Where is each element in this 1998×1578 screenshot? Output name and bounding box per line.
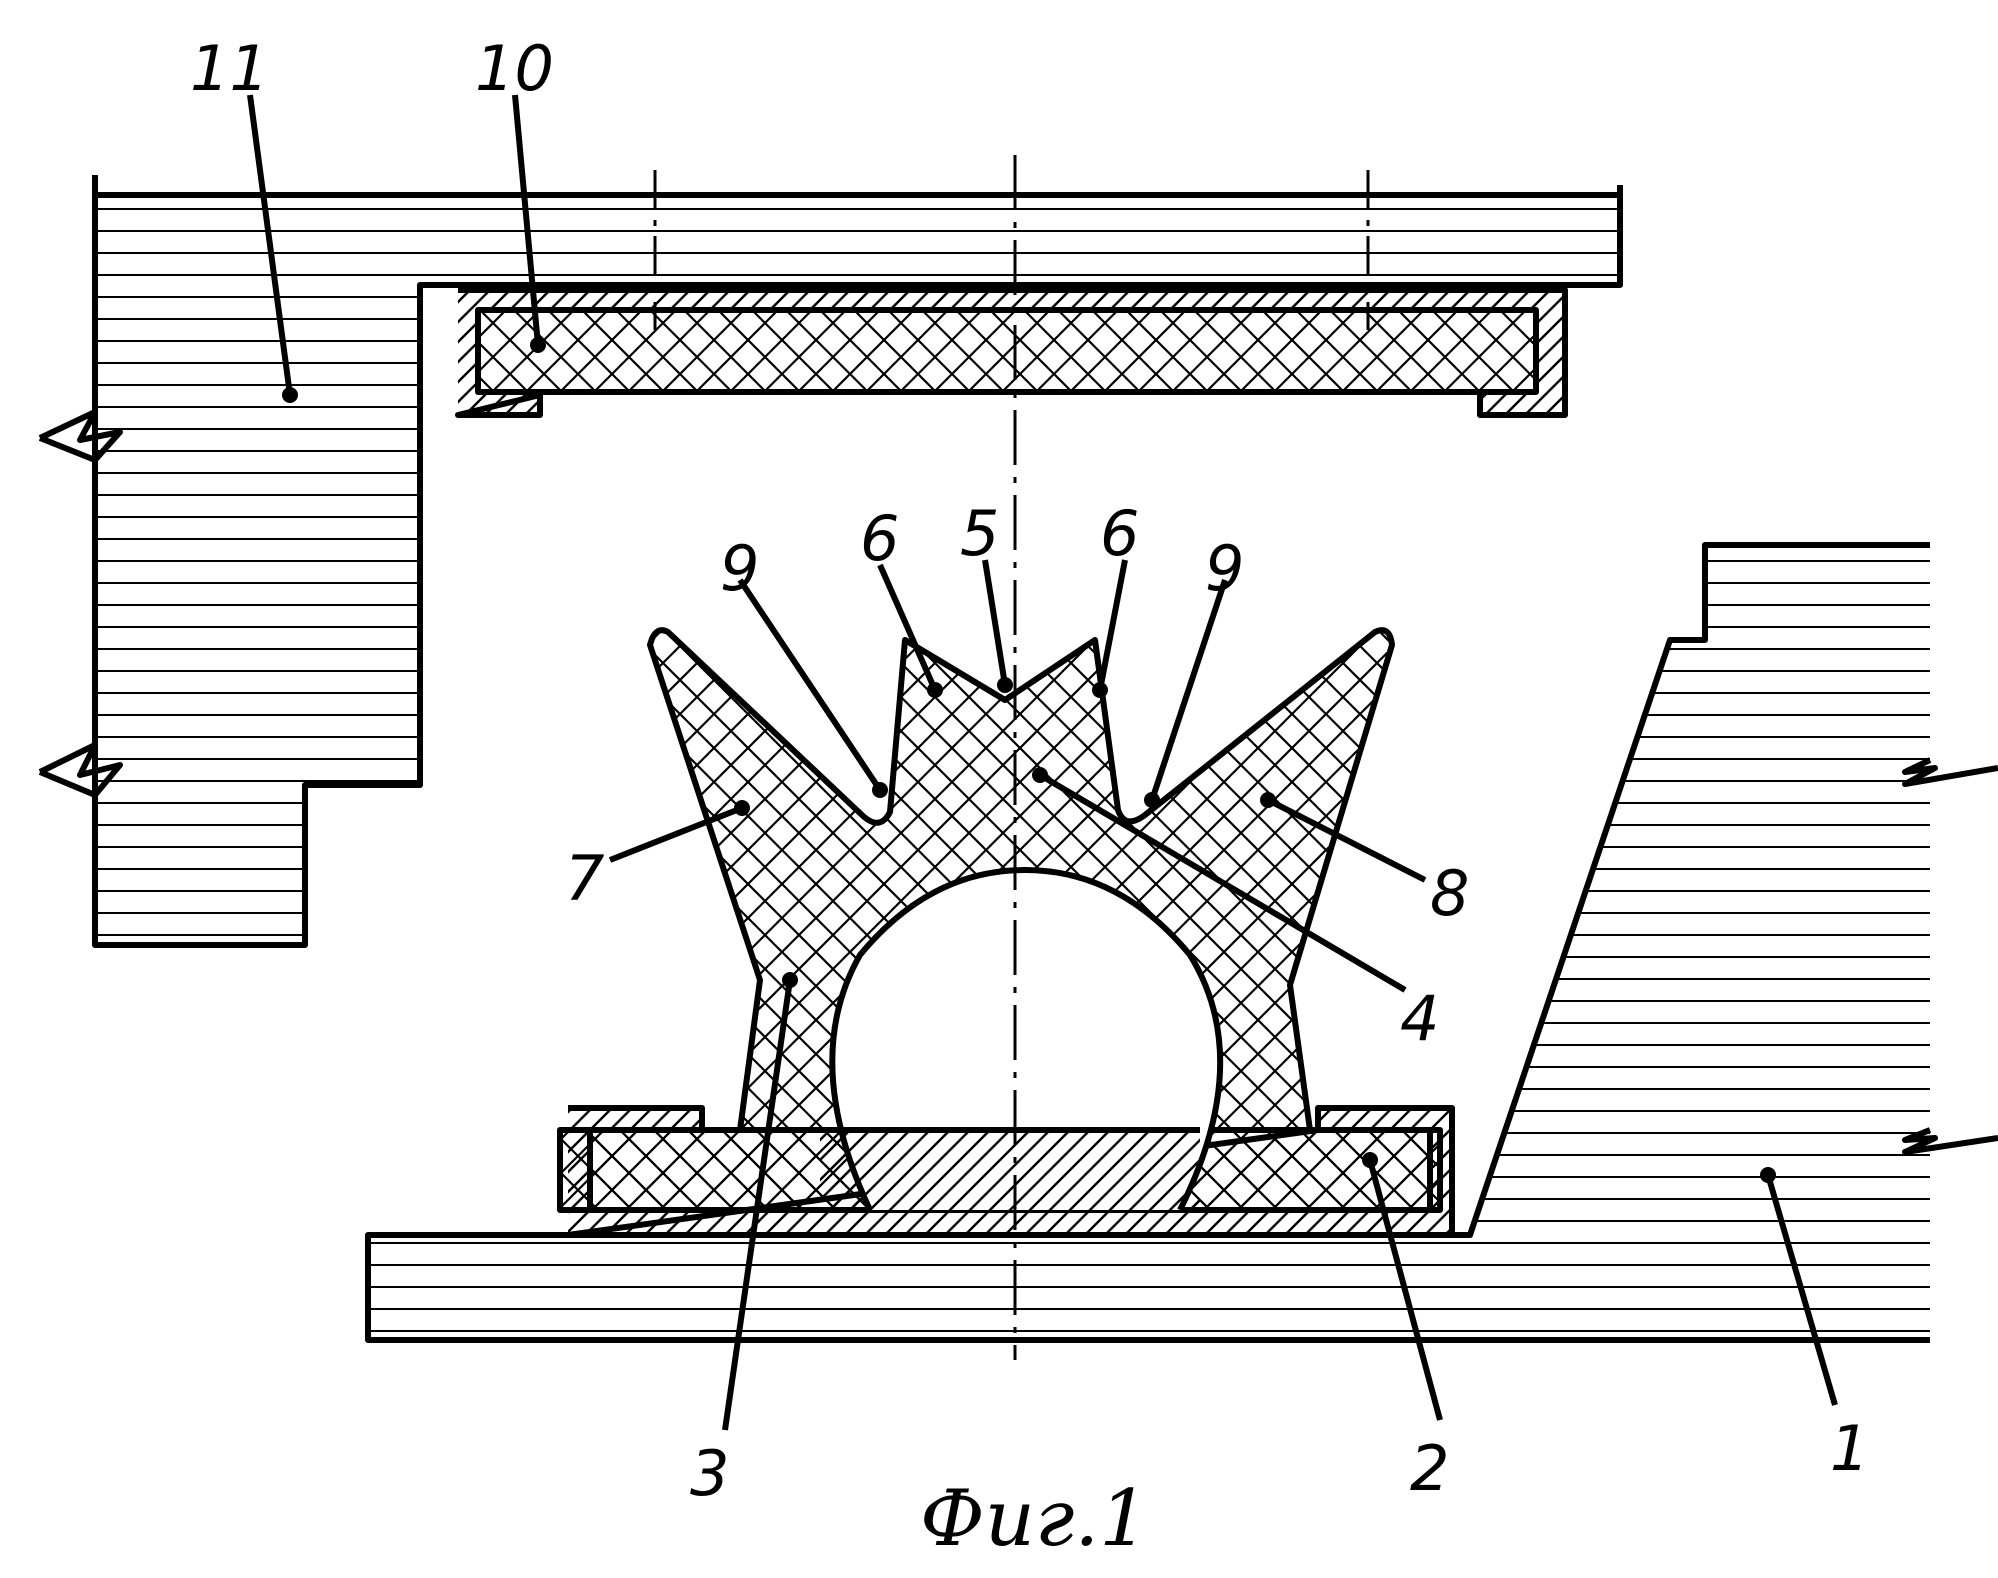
label-11: 11 xyxy=(190,32,269,105)
label-3: 3 xyxy=(690,1437,729,1510)
label-9-right: 9 xyxy=(1205,532,1244,605)
label-7: 7 xyxy=(565,842,604,915)
label-10: 10 xyxy=(475,32,554,105)
label-5: 5 xyxy=(960,497,999,570)
figure-caption: Фиг.1 xyxy=(920,1474,1149,1564)
label-8: 8 xyxy=(1430,857,1469,930)
upper-seal-holder-10 xyxy=(458,290,1565,415)
label-2: 2 xyxy=(1410,1432,1449,1505)
label-4: 4 xyxy=(1400,982,1439,1055)
label-6-right: 6 xyxy=(1100,497,1139,570)
label-6-left: 6 xyxy=(860,502,899,575)
label-9-left: 9 xyxy=(720,532,759,605)
label-1: 1 xyxy=(1830,1412,1869,1485)
